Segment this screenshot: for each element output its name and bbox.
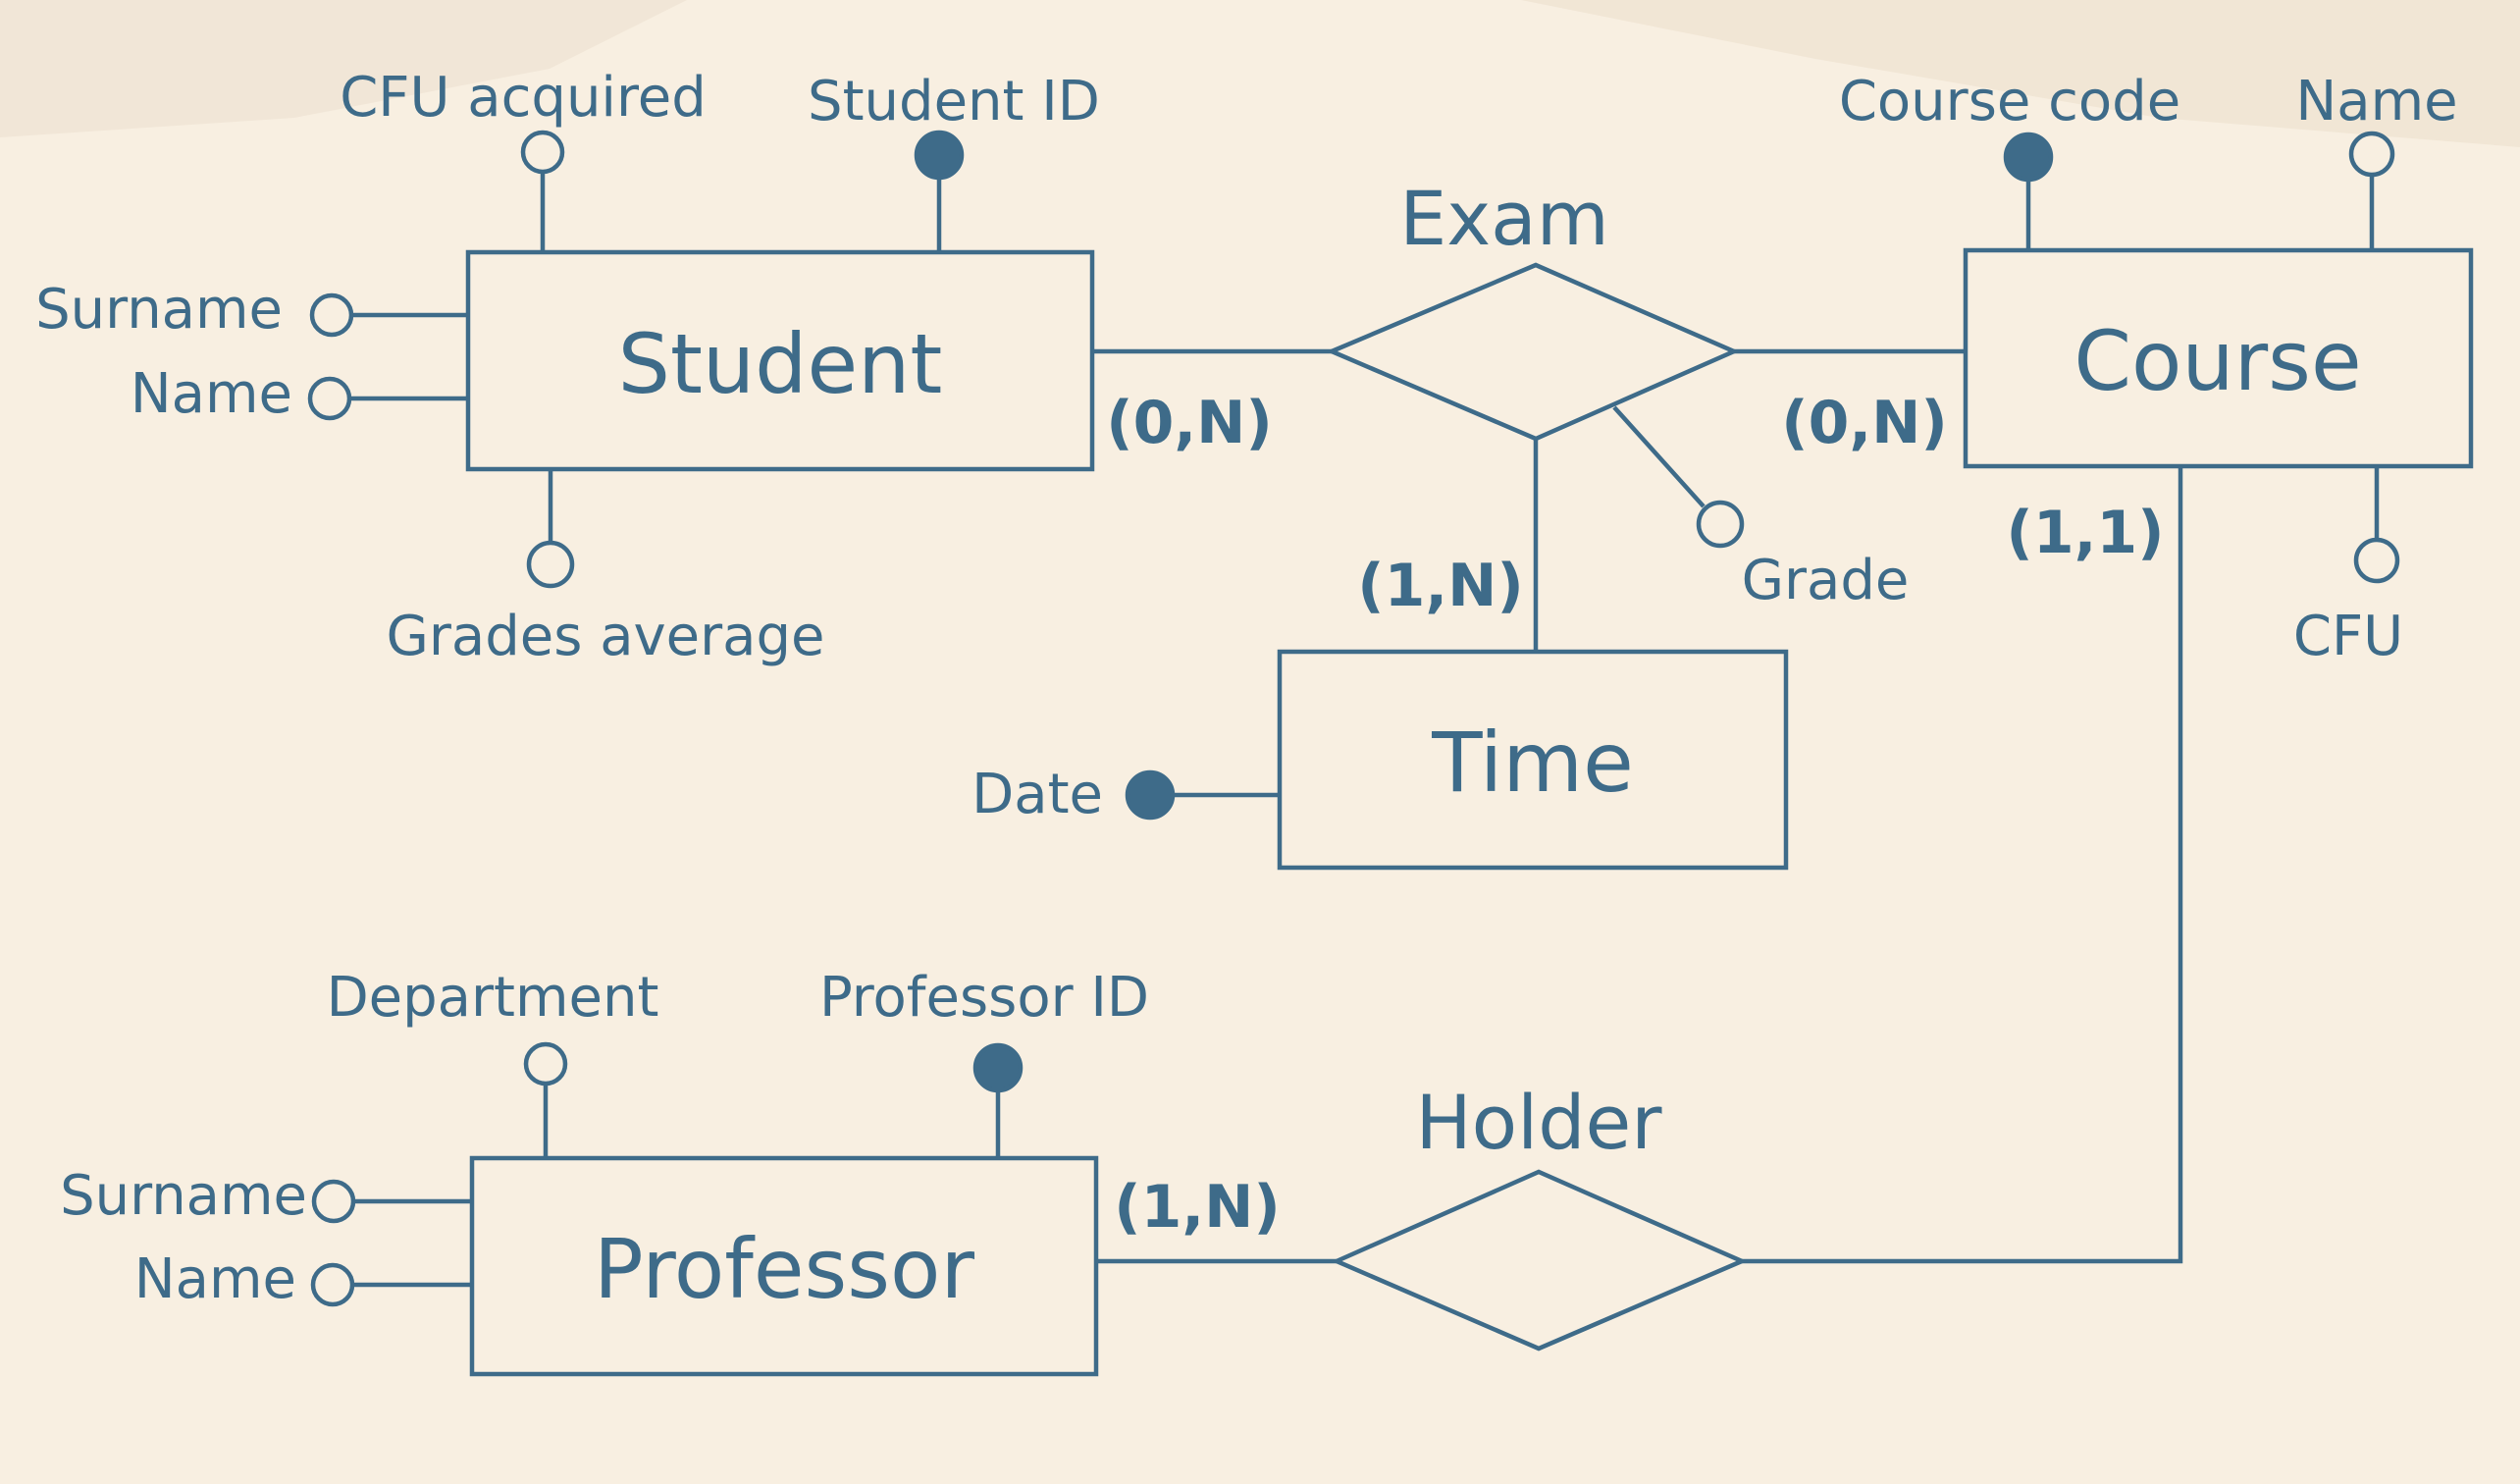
student-id-key-circle[interactable] [914,130,965,181]
course-holder-connector [1742,466,2183,1264]
grades-average-attribute-label: Grades average [387,605,825,668]
course-name-attribute-label: Name [2295,70,2457,133]
holder-relationship-label: Holder [1415,1079,1662,1166]
course-entity-box[interactable] [1963,247,2474,469]
student-surname-attribute-circle[interactable] [309,292,354,338]
student-entity-box[interactable] [465,249,1095,472]
course-cfu-attribute-label: CFU [2293,605,2403,668]
professor-name-attribute-circle[interactable] [310,1262,355,1307]
professor-surname-attribute-circle[interactable] [311,1179,356,1224]
course-cfu-attribute-circle[interactable] [2353,537,2400,584]
professor-id-attribute-label: Professor ID [819,966,1149,1030]
time-entity-box[interactable] [1277,649,1789,871]
student-exam-cardinality: (0,N) [1106,389,1273,457]
cfu-acquired-attribute-circle[interactable] [520,130,565,175]
professor-surname-attribute-label: Surname [60,1164,307,1228]
course-entity-label: Course [2074,313,2361,409]
cfu-acquired-attribute-label: CFU acquired [340,66,707,130]
grade-attribute-circle[interactable] [1696,500,1745,549]
professor-id-key-circle[interactable] [972,1042,1024,1093]
exam-relationship-diamond[interactable] [1326,262,1740,442]
professor-entity-label: Professor [594,1221,974,1317]
time-exam-cardinality: (1,N) [1357,552,1524,620]
holder-relationship-diamond[interactable] [1331,1169,1748,1352]
department-attribute-circle[interactable] [523,1041,568,1086]
exam-relationship-label: Exam [1399,175,1609,262]
date-attribute-label: Date [971,763,1103,826]
course-holder-cardinality: (1,1) [2006,499,2164,567]
student-entity-label: Student [618,316,943,412]
professor-entity-box[interactable] [469,1155,1099,1377]
date-key-circle[interactable] [1125,769,1176,821]
course-code-key-circle[interactable] [2003,132,2054,183]
student-name-attribute-label: Name [131,362,292,426]
course-code-attribute-label: Course code [1839,70,2180,133]
student-surname-attribute-label: Surname [35,278,283,342]
grade-attribute-label: Grade [1742,549,1910,612]
department-attribute-label: Department [327,966,659,1030]
student-name-attribute-circle[interactable] [307,376,352,421]
professor-holder-cardinality: (1,N) [1114,1173,1281,1242]
background-texture [0,0,2520,147]
course-exam-cardinality: (0,N) [1781,389,1948,457]
course-name-attribute-circle[interactable] [2348,131,2395,178]
professor-name-attribute-label: Name [134,1247,296,1311]
grades-average-attribute-circle[interactable] [526,540,575,589]
student-id-attribute-label: Student ID [808,70,1100,133]
time-entity-label: Time [1431,715,1634,811]
